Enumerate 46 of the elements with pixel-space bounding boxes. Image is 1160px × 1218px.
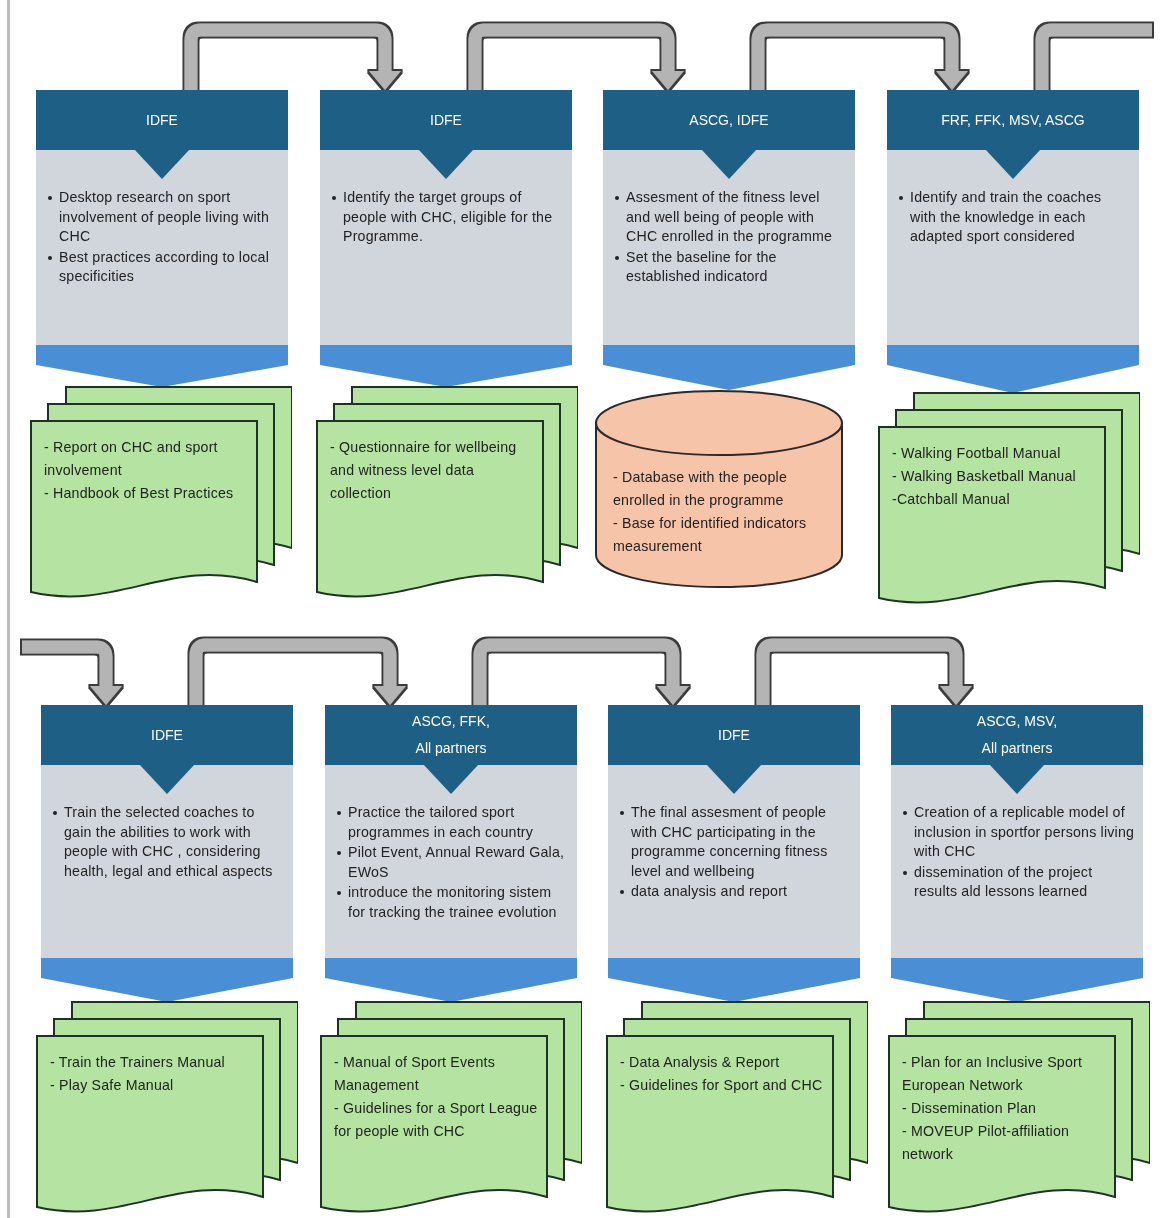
- process-card: [608, 705, 860, 958]
- bullet-text: dissemination of the project results ald lessons learned: [903, 862, 1135, 902]
- deliverable-text: - MOVEUP Pilot-affiliation network: [902, 1122, 1071, 1164]
- bullet-text: Identify the target groups of people with CHC, eligible for the Programme.: [332, 188, 564, 247]
- down-chevron-arrow: [41, 958, 293, 1002]
- bullet-text: data analysis and report: [620, 882, 852, 902]
- bullet-text: Identify and train the coaches with the knowledge in each adapted sport considered: [899, 188, 1131, 247]
- deliverable-text: - Plan for an Inclusive Sport European Network: [902, 1053, 1084, 1095]
- deliverable-text: - Handbook of Best Practices: [44, 484, 235, 503]
- database-cylinder: [595, 390, 843, 588]
- deliverable-text: - Report on CHC and sport involvement: [44, 438, 219, 480]
- deliverable-text: - Walking Basketball Manual: [892, 467, 1077, 486]
- process-card: [887, 90, 1139, 345]
- bullet-text: Set the baseline for the established indicatord: [615, 247, 847, 287]
- bullet-text: Assesment of the fitness level and well being of people with CHC enrolled in the programme: [615, 188, 847, 247]
- deliverable-text: - Guidelines for Sport and CHC: [620, 1076, 824, 1095]
- bullet-text: Desktop research on sport involvement of people living with CHC: [48, 188, 280, 247]
- process-card: [41, 705, 293, 958]
- down-chevron-arrow: [891, 958, 1143, 1002]
- process-card: [325, 705, 577, 958]
- bullet-text: Best practices according to local specificities: [48, 247, 280, 287]
- deliverable-text: - Manual of Sport Events Management: [334, 1053, 496, 1095]
- deliverable-text: - Dissemination Plan: [902, 1099, 1038, 1118]
- down-chevron-arrow: [320, 345, 572, 387]
- flow-arrow: [22, 640, 122, 705]
- process-card: [603, 90, 855, 345]
- down-chevron-arrow: [36, 345, 288, 387]
- process-card: [36, 90, 288, 345]
- deliverable-text: -Catchball Manual: [892, 490, 1011, 509]
- process-card: [891, 705, 1143, 958]
- deliverable-text: - Data Analysis & Report: [620, 1053, 781, 1072]
- deliverable-text: - Guidelines for a Sport League for people with CHC: [334, 1099, 538, 1141]
- deliverable-text: - Walking Football Manual: [892, 444, 1062, 463]
- deliverable-text: - Base for identified indicators measurement: [613, 514, 808, 556]
- deliverable-text: - Play Safe Manual: [50, 1076, 175, 1095]
- bullet-text: Practice the tailored sport programmes in each country: [337, 803, 569, 842]
- down-chevron-arrow: [603, 345, 855, 390]
- bullet-text: Train the selected coaches to gain the abilities to work with people with CHC , considering health, legal and ethical aspects: [53, 803, 285, 881]
- deliverable-text: - Database with the people enrolled in the programme: [613, 468, 788, 510]
- process-card: [320, 90, 572, 345]
- down-chevron-arrow: [608, 958, 860, 1002]
- deliverable-text: - Train the Trainers Manual: [50, 1053, 226, 1072]
- deliverable-text: - Questionnaire for wellbeing and witness level data collection: [330, 438, 518, 503]
- bullet-text: introduce the monitoring sistem for tracking the trainee evolution: [337, 883, 569, 922]
- down-chevron-arrow: [887, 345, 1139, 393]
- down-chevron-arrow: [325, 958, 577, 1002]
